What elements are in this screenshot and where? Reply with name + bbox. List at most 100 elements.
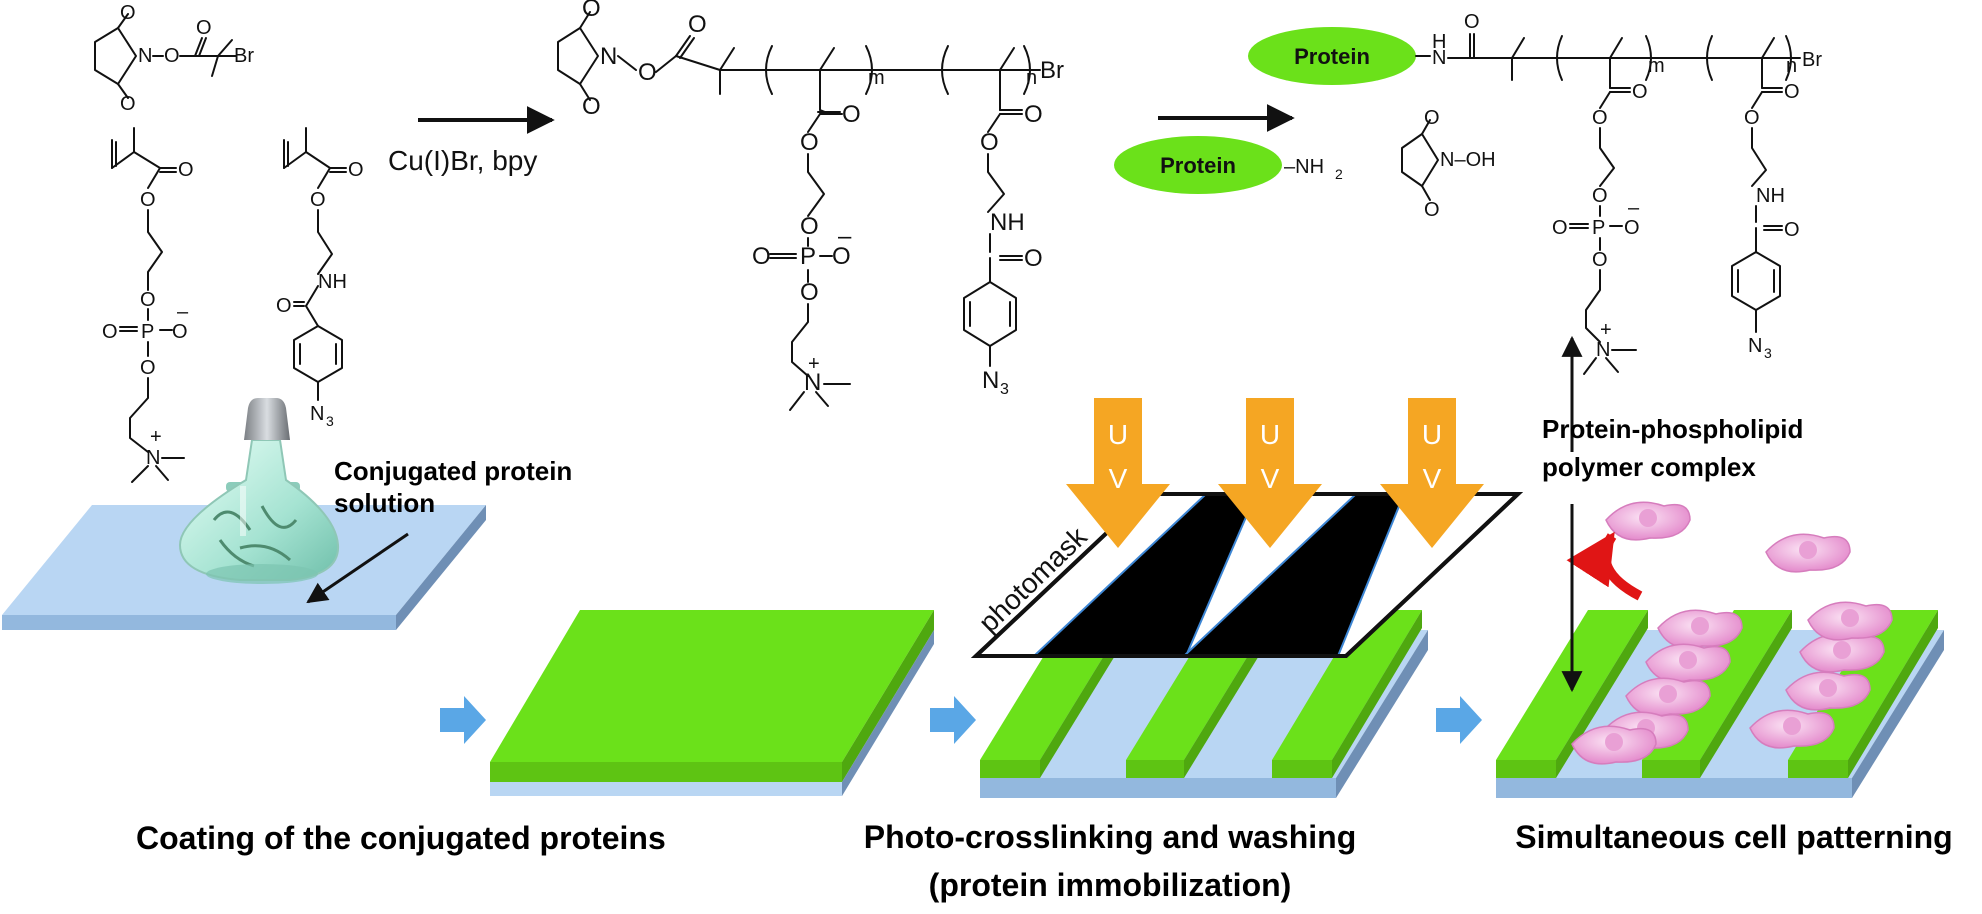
atom-n: N (146, 447, 160, 469)
atom-o: O (1592, 185, 1608, 207)
cell-icon (1605, 501, 1691, 541)
uv-letter: V (1423, 463, 1442, 494)
flask-icon (178, 398, 340, 584)
nhs-byproduct-structure: O O N–OH (1401, 107, 1496, 221)
atom-o: O (120, 2, 136, 24)
panel-cell-patterning (1496, 501, 1944, 798)
process-arrow-2 (930, 696, 976, 744)
atom-p: P (800, 243, 816, 270)
atom-o: O (752, 243, 771, 270)
atom-o: O (832, 243, 851, 270)
cell-icon (1625, 677, 1711, 717)
atom-o: O (1784, 81, 1800, 103)
complex-label-line1: Protein-phospholipid (1542, 414, 1803, 444)
subscript-n: n (1026, 67, 1037, 89)
photomask-frame (970, 492, 1524, 658)
atom-br: Br (234, 45, 254, 67)
subscript-n: n (1786, 55, 1797, 77)
atom-n: N (138, 45, 152, 67)
atom-p: P (141, 321, 154, 343)
atom-o: O (980, 129, 999, 156)
atom-o: O (120, 93, 136, 115)
uv-arrow: U V (1380, 398, 1484, 548)
process-arrow-1 (440, 696, 486, 744)
atom-n3: N (1748, 335, 1762, 357)
catalyst-label: Cu(I)Br, bpy (388, 145, 537, 176)
atom-o: O (276, 295, 292, 317)
solution-label-line2: solution (334, 488, 435, 518)
atom-o: O (1744, 107, 1760, 129)
protein-polymer-conjugate-structure: Protein H N O m n Br O O O (1248, 11, 1822, 375)
atom-o: O (582, 93, 601, 120)
atom-n: N (1432, 47, 1446, 69)
plus-charge: + (808, 353, 820, 375)
atom-o: O (140, 189, 156, 211)
caption-photo-line1: Photo-crosslinking and washing (864, 819, 1356, 855)
pipette-nozzle-icon (244, 398, 290, 440)
atom-h: H (1432, 31, 1446, 53)
cell-icon (1785, 671, 1871, 711)
atom-o: O (1624, 217, 1640, 239)
substrate-side (842, 630, 934, 796)
hydroxy-amine-label: N–OH (1440, 149, 1496, 171)
atom-o: O (1424, 107, 1440, 129)
protein-label: Protein (1160, 153, 1236, 178)
protein-reagent: Protein –NH 2 (1114, 136, 1343, 194)
caption-photo-line2: (protein immobilization) (929, 867, 1292, 903)
subscript-3: 3 (326, 413, 334, 429)
amine-label: –NH (1284, 156, 1324, 178)
atom-o: O (638, 59, 657, 86)
nhs-polymer-structure: O O N O O m n Br O O O (557, 0, 1064, 411)
cell-icon (1749, 709, 1835, 749)
atom-o: O (196, 17, 212, 39)
uv-letter: V (1261, 463, 1280, 494)
azide-monomer-structure: O O NH O N 3 (276, 127, 364, 429)
mpc-monomer-structure: O O O P O O – O N + (102, 127, 194, 483)
atom-o: O (140, 289, 156, 311)
subscript-m: m (1648, 55, 1665, 77)
atom-o: O (164, 45, 180, 67)
subscript-3: 3 (1764, 345, 1772, 361)
coating-side (842, 610, 934, 782)
atom-o: O (1784, 219, 1800, 241)
atom-o: O (172, 321, 188, 343)
substrate-front (2, 615, 396, 630)
subscript-m: m (868, 67, 885, 89)
atom-nh: NH (1756, 185, 1785, 207)
atom-o: O (1024, 101, 1043, 128)
atom-o: O (582, 0, 601, 22)
atom-o: O (178, 159, 194, 181)
panel-coated-substrate (490, 610, 934, 796)
uv-arrow: U V (1218, 398, 1322, 548)
cell-icon (1657, 609, 1743, 649)
solution-label-line1: Conjugated protein (334, 456, 572, 486)
cell-icon (1645, 643, 1731, 683)
atom-o: O (310, 189, 326, 211)
complex-label-line2: polymer complex (1542, 452, 1756, 482)
caption-coating: Coating of the conjugated proteins (136, 820, 666, 856)
atom-br: Br (1802, 49, 1822, 71)
subscript-3: 3 (1000, 381, 1009, 398)
atom-o: O (1024, 245, 1043, 272)
atom-nh: NH (990, 209, 1025, 236)
substrate-front (490, 782, 842, 796)
atom-n: N (1596, 339, 1610, 361)
atom-o: O (1592, 249, 1608, 271)
uv-letter: U (1422, 419, 1442, 450)
protein-blob (1114, 136, 1282, 194)
protein-stripe (1272, 610, 1422, 778)
atom-n3: N (310, 403, 324, 425)
minus-charge: – (838, 223, 852, 250)
substrate-front (980, 778, 1336, 798)
reaction-arrow-1: Cu(I)Br, bpy (388, 106, 555, 176)
minus-charge: – (1628, 197, 1640, 219)
coating-front (490, 762, 842, 782)
cell-release-arrow (1566, 531, 1643, 601)
protein-label: Protein (1294, 44, 1370, 69)
atom-br: Br (1040, 57, 1064, 84)
atom-o: O (800, 279, 819, 306)
atom-p: P (1592, 217, 1605, 239)
plus-charge: + (1600, 319, 1612, 341)
atom-o: O (1464, 11, 1480, 33)
